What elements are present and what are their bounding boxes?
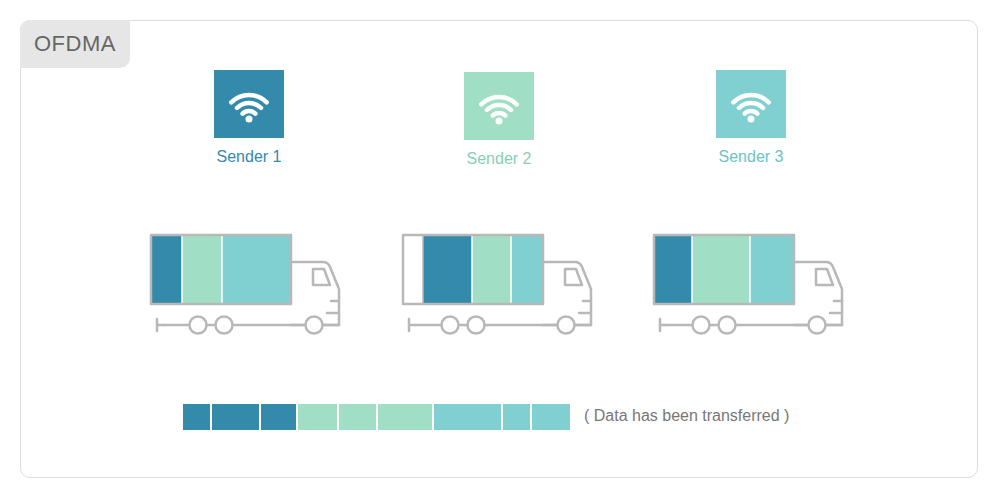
truck xyxy=(654,235,842,334)
icon-square xyxy=(716,70,786,138)
icon-square xyxy=(214,70,284,138)
wifi-dot xyxy=(496,118,503,125)
wifi-icon xyxy=(464,72,534,140)
wifi-arc xyxy=(745,111,758,114)
wifi-arc xyxy=(237,103,261,108)
wifi-arc xyxy=(243,111,256,114)
sender-node: Sender 3 xyxy=(708,70,794,166)
wifi-dot xyxy=(246,116,253,123)
wifi-arc xyxy=(493,113,506,116)
data-bar xyxy=(182,403,571,431)
wifi-arc xyxy=(733,95,768,102)
wifi-dot xyxy=(748,116,755,123)
wifi-arc xyxy=(481,97,516,104)
sender-node: Sender 2 xyxy=(456,72,542,168)
wifi-icon xyxy=(716,70,786,138)
title-tab: OFDMA xyxy=(20,20,130,68)
icon-square xyxy=(464,72,534,140)
wifi-arc xyxy=(739,103,763,108)
caption-note: ( Data has been transferred ) xyxy=(582,407,791,425)
sender-label: Sender 1 xyxy=(217,148,282,166)
truck xyxy=(403,235,591,334)
wifi-arc xyxy=(487,105,511,110)
sender-label: Sender 3 xyxy=(719,148,784,166)
wifi-arc xyxy=(231,95,266,102)
truck xyxy=(151,235,339,334)
wifi-icon xyxy=(214,70,284,138)
sender-label: Sender 2 xyxy=(467,150,532,168)
sender-node: Sender 1 xyxy=(206,70,292,166)
title-text: OFDMA xyxy=(34,31,116,57)
